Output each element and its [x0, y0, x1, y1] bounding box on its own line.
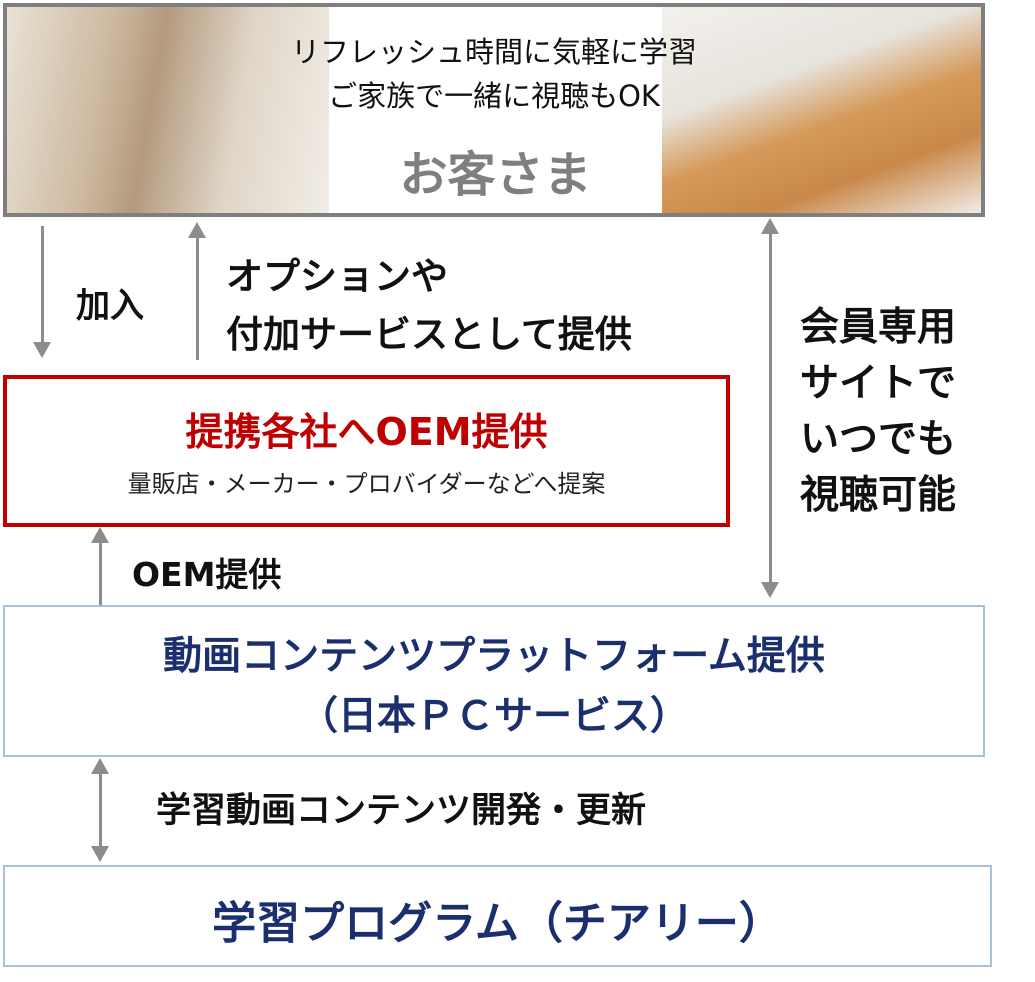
- woman-on-sofa-photo: [662, 7, 981, 213]
- partner-oem-box: 提携各社へOEM提供 量販店・メーカー・プロバイダーなどへ提案: [3, 375, 730, 527]
- platform-box: 動画コンテンツプラットフォーム提供 （日本ＰＣサービス）: [3, 605, 985, 757]
- option-label-line2: 付加サービスとして提供: [226, 313, 632, 356]
- customer-label: お客さま: [399, 147, 592, 203]
- develop-label: 学習動画コンテンツ開発・更新: [156, 791, 647, 831]
- caption-panel: [329, 7, 662, 213]
- member-line: いつでも: [800, 417, 957, 462]
- member-site-label: 会員専用 サイトで いつでも 視聴可能: [800, 300, 956, 524]
- family-photo: [7, 7, 329, 213]
- join-label: 加入: [76, 286, 144, 326]
- program-label: 学習プログラム（チアリー）: [212, 898, 783, 949]
- option-label: オプションや 付加サービスとして提供: [226, 248, 632, 364]
- program-box: 学習プログラム（チアリー）: [3, 865, 992, 967]
- platform-title: 動画コンテンツプラットフォーム提供: [163, 634, 825, 679]
- option-label-line1: オプションや: [226, 255, 448, 298]
- member-line: サイトで: [800, 361, 957, 406]
- customer-caption-1: リフレッシュ時間に気軽に学習: [290, 35, 697, 69]
- partner-title: 提携各社へOEM提供: [185, 410, 548, 454]
- partner-subtitle: 量販店・メーカー・プロバイダーなどへ提案: [127, 470, 606, 498]
- member-line: 会員専用: [800, 305, 957, 350]
- member-line: 視聴可能: [800, 473, 957, 518]
- oem-label: OEM提供: [132, 555, 282, 594]
- customer-caption-2: ご家族で一緒に視聴もOK: [328, 79, 660, 113]
- customer-box: リフレッシュ時間に気軽に学習 ご家族で一緒に視聴もOK お客さま: [3, 3, 985, 217]
- platform-company: （日本ＰＣサービス）: [298, 694, 689, 739]
